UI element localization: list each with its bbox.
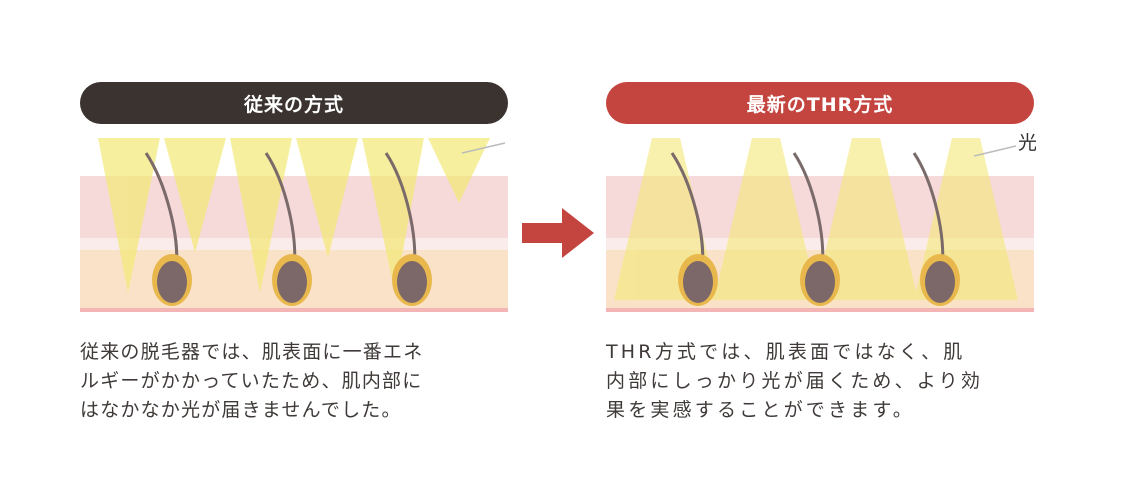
conventional-caption: 従来の脱毛器では、肌表面に一番エネ ルギーがかかっていたため、肌内部に はなかな… — [80, 338, 520, 425]
thr-panel: 最新のTHR方式 — [606, 0, 1036, 483]
light-beam — [714, 138, 818, 300]
light-beam — [814, 138, 918, 300]
light-beam — [362, 138, 424, 293]
hair-follicle — [912, 152, 960, 306]
light-beam — [230, 138, 292, 293]
light-label: 光 — [1018, 132, 1036, 154]
skin-bottom-line — [606, 308, 1034, 312]
caption-line: はなかなか光が届きませんでした。 — [80, 399, 402, 421]
caption-line: THR方式では、肌表面ではなく、肌 — [606, 341, 966, 363]
hair-follicle — [670, 152, 718, 306]
hair-follicles — [144, 152, 432, 306]
light-beam — [428, 138, 490, 203]
right-arrow-icon — [522, 208, 594, 258]
hair-follicle — [144, 152, 192, 306]
hair-follicles — [670, 152, 960, 306]
skin-bottom-line — [80, 308, 508, 312]
hair-follicle — [264, 152, 312, 306]
light-beams — [98, 138, 490, 293]
hair-follicle — [792, 152, 840, 306]
conventional-diagram: 光 — [80, 138, 508, 312]
thr-caption: THR方式では、肌表面ではなく、肌 内部にしっかり光が届くため、より効 果を実感… — [606, 338, 1046, 425]
light-beam — [164, 138, 226, 253]
hair-follicle — [384, 152, 432, 306]
caption-line: ルギーがかかっていたため、肌内部に — [80, 370, 423, 392]
caption-line: 従来の脱毛器では、肌表面に一番エネ — [80, 341, 424, 363]
caption-line: 内部にしっかり光が届くため、より効 — [606, 370, 984, 392]
caption-line: 果を実感することができます。 — [606, 399, 915, 421]
light-beam — [296, 138, 358, 258]
thr-title: 最新のTHR方式 — [606, 82, 1034, 124]
conventional-panel: 従来の方式 — [80, 0, 510, 483]
conventional-title: 従来の方式 — [80, 82, 508, 124]
light-pointer-line — [973, 145, 1017, 157]
light-pointer-line — [461, 142, 506, 154]
thr-diagram: 光 — [606, 132, 1036, 312]
light-beam — [98, 138, 160, 293]
